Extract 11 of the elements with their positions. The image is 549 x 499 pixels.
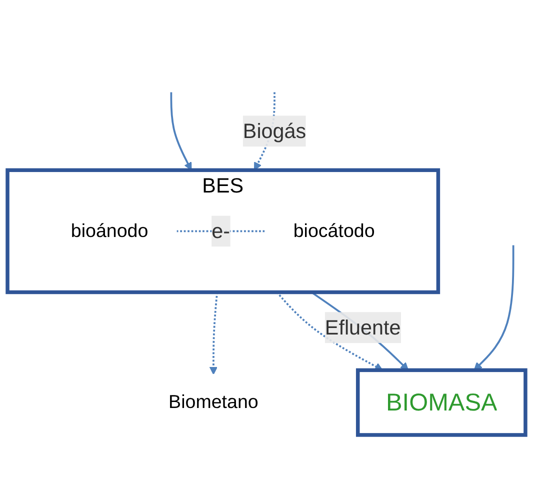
arrow (276, 292, 383, 371)
node-text: biocátodo (293, 220, 375, 242)
edge-label: Efluente (324, 316, 401, 340)
arrow (310, 291, 409, 371)
arrow (474, 245, 514, 371)
node-text: bioánodo (70, 220, 148, 242)
edge-label: Biogás (242, 119, 306, 143)
edge-label: e- (212, 219, 230, 243)
node-text: Biometano (168, 392, 258, 413)
arrow (170, 92, 192, 171)
node-box: BIOMASA (356, 368, 528, 437)
